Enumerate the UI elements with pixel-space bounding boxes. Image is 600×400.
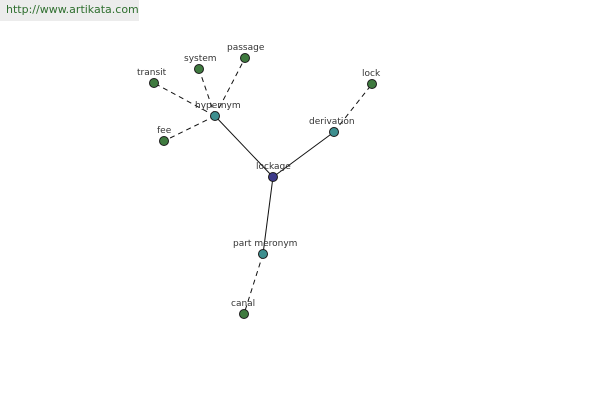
node-transit[interactable]: transit (137, 68, 167, 88)
node-marker-lock (367, 79, 377, 89)
node-hypernym[interactable]: hypernym (195, 101, 241, 121)
edge-part-meronym-canal (243, 253, 264, 315)
edge-derivation-lock (333, 83, 373, 133)
node-label-root: lockage (256, 162, 291, 172)
edge-root-derivation (272, 131, 335, 178)
node-marker-passage (240, 53, 250, 63)
node-marker-canal (239, 309, 249, 319)
source-url-link[interactable]: http://www.artikata.com (0, 0, 139, 21)
node-marker-derivation (329, 127, 339, 137)
node-marker-transit (149, 78, 159, 88)
node-marker-system (194, 64, 204, 74)
node-lock[interactable]: lock (362, 69, 381, 89)
node-label-transit: transit (137, 68, 167, 78)
node-label-hypernym: hypernym (195, 101, 241, 111)
node-root[interactable]: lockage (256, 162, 291, 182)
node-label-derivation: derivation (309, 117, 355, 127)
node-fee[interactable]: fee (157, 126, 172, 146)
node-marker-hypernym (210, 111, 220, 121)
node-canal[interactable]: canal (231, 299, 255, 319)
node-label-passage: passage (227, 43, 265, 53)
node-marker-part-meronym (258, 249, 268, 259)
node-marker-fee (159, 136, 169, 146)
edge-hypernym-fee (163, 115, 216, 142)
edge-hypernym-passage (214, 57, 246, 117)
graph-edges (153, 57, 373, 315)
node-marker-root (268, 172, 278, 182)
graph-nodes: lockage hypernym derivation part meronym tra… (137, 43, 381, 319)
node-label-lock: lock (362, 69, 381, 79)
edge-root-part-meronym (262, 176, 274, 255)
node-label-canal: canal (231, 299, 255, 309)
node-label-system: system (184, 54, 217, 64)
node-part-meronym[interactable]: part meronym (233, 239, 297, 259)
edge-root-hypernym (214, 115, 274, 178)
edge-hypernym-transit (153, 82, 216, 117)
node-label-fee: fee (157, 126, 172, 136)
node-passage[interactable]: passage (227, 43, 265, 63)
node-derivation[interactable]: derivation (309, 117, 355, 137)
node-system[interactable]: system (184, 54, 217, 74)
node-label-part-meronym: part meronym (233, 239, 297, 249)
